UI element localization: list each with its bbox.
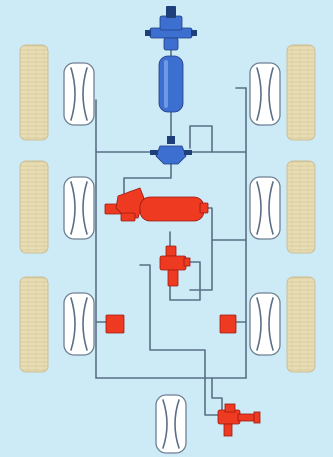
inner-wheel-left-front [63, 62, 95, 126]
brake-valve [217, 403, 261, 437]
brake-chamber-left [105, 314, 125, 334]
inner-wheel-right-front [249, 62, 281, 126]
brake-tank [139, 196, 209, 222]
outer-tire-right-middle [286, 160, 316, 254]
inner-wheel-right-middle [249, 176, 281, 240]
inner-wheel-right-rear [249, 292, 281, 356]
compressor [145, 6, 197, 51]
outer-tire-left-rear [19, 276, 49, 373]
outer-tire-right-rear [286, 276, 316, 373]
air-tank [158, 55, 184, 113]
relay-valve [159, 245, 191, 287]
unloader-valve [150, 136, 192, 165]
outer-tire-right-front [286, 44, 316, 141]
outer-tires [19, 44, 316, 373]
brake-chamber-right [219, 314, 237, 334]
inner-wheels [63, 62, 281, 454]
relief-valve [104, 187, 145, 222]
inner-wheel-bottom-center [155, 394, 187, 454]
outer-tire-left-middle [19, 160, 49, 254]
inner-wheel-left-middle [63, 176, 95, 240]
outer-tire-left-front [19, 44, 49, 141]
inner-wheel-left-rear [63, 292, 95, 356]
